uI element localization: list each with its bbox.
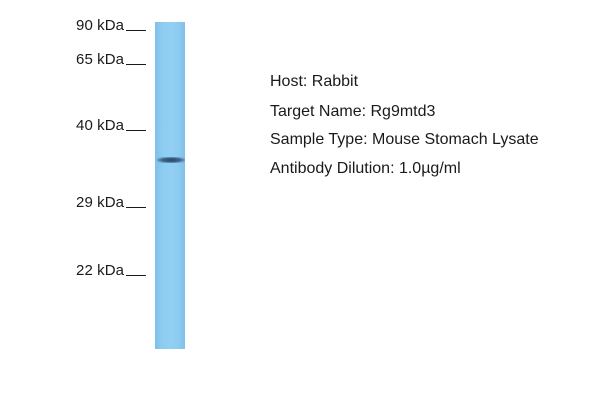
marker-tick — [126, 275, 147, 276]
marker-40kda: 40 kDa — [76, 117, 147, 135]
marker-label-text: 65 kDa — [76, 51, 125, 68]
blot-lane — [155, 22, 185, 349]
marker-29kda: 29 kDa — [76, 194, 147, 212]
antibody-dilution-info: Antibody Dilution: 1.0µg/ml — [270, 160, 461, 177]
marker-tick — [126, 130, 147, 131]
marker-22kda: 22 kDa — [76, 262, 147, 280]
marker-90kda: 90 kDa — [76, 17, 147, 35]
marker-tick — [126, 30, 147, 31]
marker-label-text: 22 kDa — [76, 262, 125, 279]
marker-65kda: 65 kDa — [76, 51, 147, 69]
host-info: Host: Rabbit — [270, 73, 359, 90]
sample-type-info: Sample Type: Mouse Stomach Lysate — [270, 131, 539, 148]
marker-label-text: 40 kDa — [76, 117, 125, 134]
target-name-info: Target Name: Rg9mtd3 — [270, 103, 436, 120]
protein-band — [157, 157, 185, 163]
marker-tick — [126, 64, 147, 65]
marker-tick — [126, 207, 147, 208]
marker-label-text: 29 kDa — [76, 194, 125, 211]
marker-label-text: 90 kDa — [76, 17, 125, 34]
